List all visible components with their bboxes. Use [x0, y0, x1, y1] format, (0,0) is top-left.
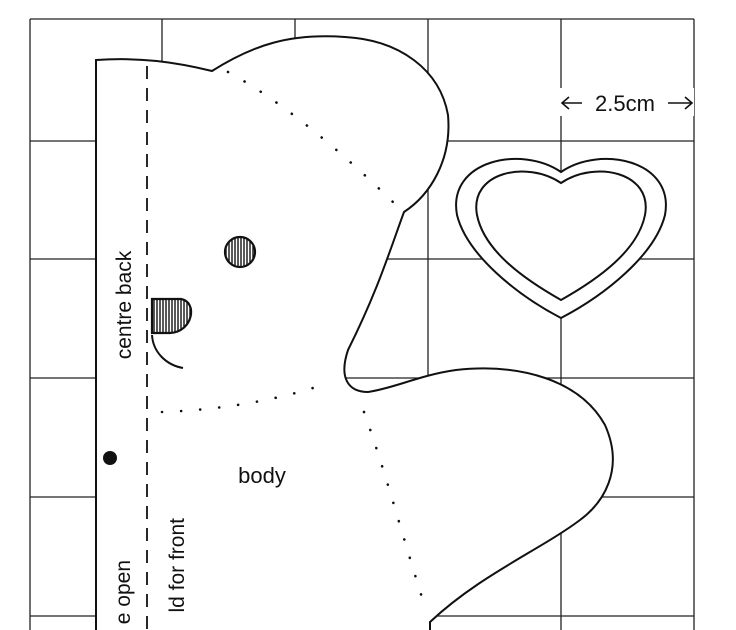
- bear-body-piece: centre back body ld for front e open: [95, 35, 614, 630]
- scale-label: 2.5cm: [595, 91, 655, 116]
- eye-icon: [223, 235, 257, 269]
- double-arrow-icon: [560, 96, 694, 110]
- heart-outer-outline: [455, 158, 667, 320]
- fold-for-front-label: ld for front: [166, 518, 189, 613]
- body-outline: [95, 35, 614, 630]
- heart-piece: [455, 158, 667, 320]
- body-label: body: [238, 463, 286, 488]
- nose-icon: [150, 297, 193, 335]
- scale-indicator: 2.5cm: [560, 91, 694, 116]
- leave-open-label: e open: [112, 560, 135, 624]
- mouth-line: [151, 334, 184, 369]
- marker-dot-icon: [103, 451, 117, 465]
- heart-inner-outline: [475, 170, 647, 302]
- centre-back-label: centre back: [113, 250, 136, 359]
